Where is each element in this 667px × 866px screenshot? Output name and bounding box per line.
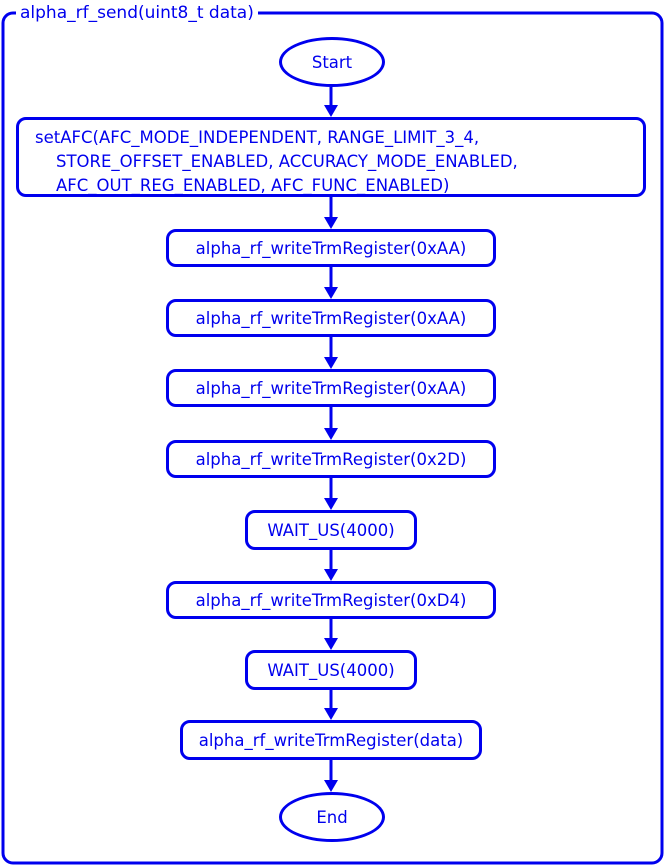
flow-arrow-head-7 — [324, 569, 338, 581]
set-afc-line-3: AFC_OUT_REG_ENABLED, AFC_FUNC_ENABLED) — [35, 176, 450, 195]
flow-arrow-head-1 — [324, 105, 338, 117]
function-frame-title: alpha_rf_send(uint8_t data) — [16, 2, 258, 24]
flow-arrow-head-9 — [324, 708, 338, 720]
flow-arrow-head-6 — [324, 498, 338, 510]
write-register-data-node: alpha_rf_writeTrmRegister(data) — [180, 720, 482, 760]
write-register-d4-node: alpha_rf_writeTrmRegister(0xD4) — [166, 581, 496, 619]
flow-arrows — [324, 87, 338, 792]
flow-arrow-head-2 — [324, 217, 338, 229]
write-register-2d-node: alpha_rf_writeTrmRegister(0x2D) — [166, 440, 496, 478]
write-register-aa-node-2: alpha_rf_writeTrmRegister(0xAA) — [166, 299, 496, 337]
set-afc-line-2: STORE_OFFSET_ENABLED, ACCURACY_MODE_ENAB… — [35, 152, 518, 171]
wait-us-node-1: WAIT_US(4000) — [245, 510, 417, 550]
set-afc-line-1: setAFC(AFC_MODE_INDEPENDENT, RANGE_LIMIT… — [35, 128, 480, 147]
flow-arrow-head-10 — [324, 780, 338, 792]
write-register-aa-node-1: alpha_rf_writeTrmRegister(0xAA) — [166, 229, 496, 267]
function-frame — [1, 11, 664, 865]
end-node: End — [279, 792, 385, 842]
flow-arrow-head-3 — [324, 287, 338, 299]
wait-us-node-2: WAIT_US(4000) — [245, 650, 417, 690]
write-register-aa-node-3: alpha_rf_writeTrmRegister(0xAA) — [166, 369, 496, 407]
flow-arrow-head-4 — [324, 357, 338, 369]
set-afc-node: setAFC(AFC_MODE_INDEPENDENT, RANGE_LIMIT… — [16, 117, 646, 197]
start-node: Start — [279, 37, 385, 87]
flow-arrow-head-5 — [324, 428, 338, 440]
flow-arrow-head-8 — [324, 638, 338, 650]
